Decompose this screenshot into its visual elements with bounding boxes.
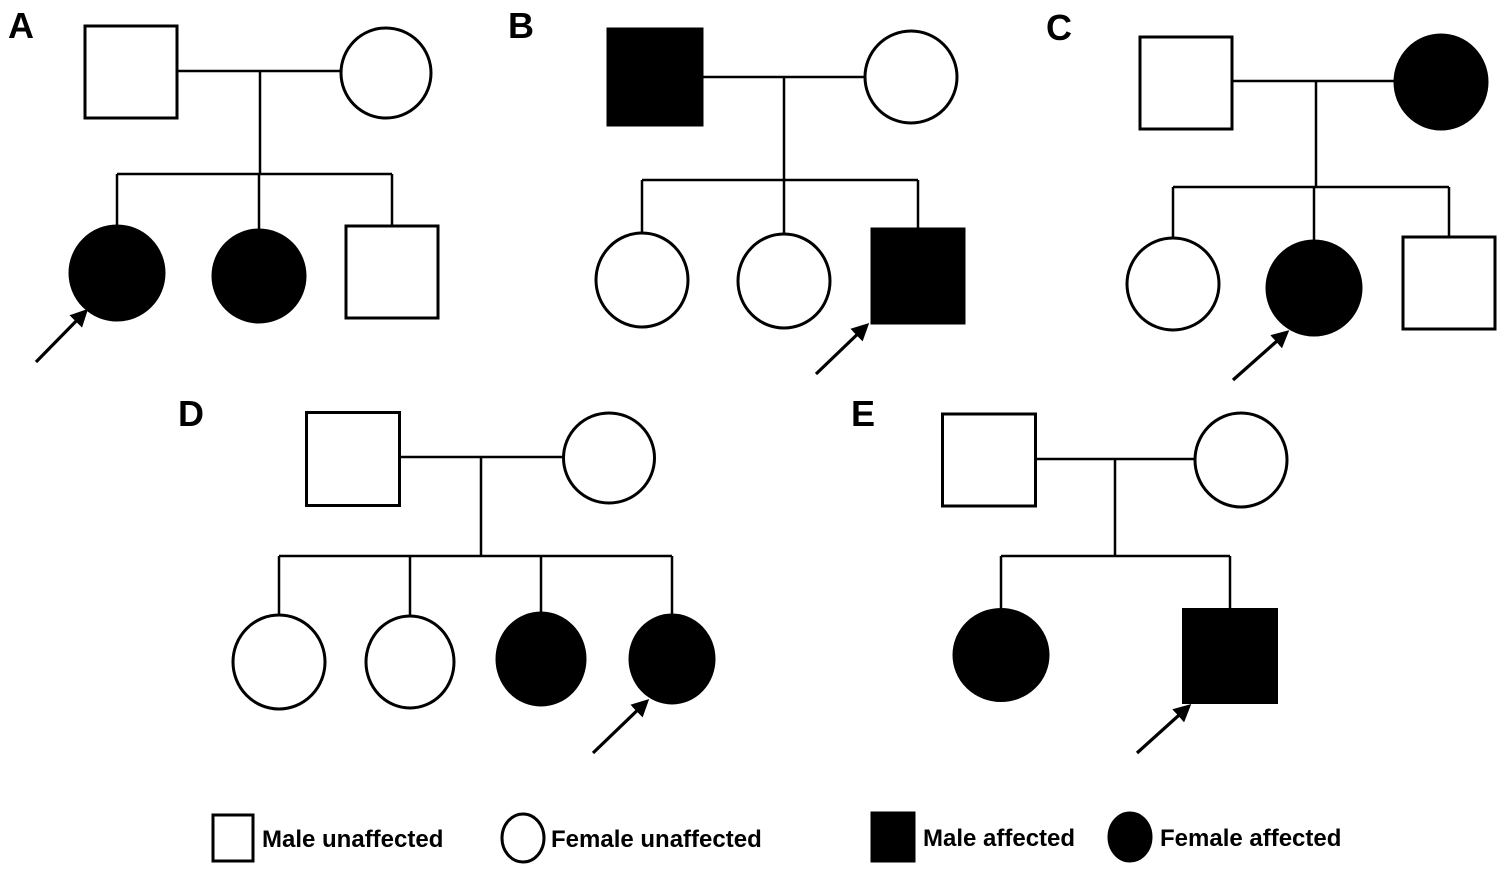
father-symbol: [83, 24, 179, 120]
proband-arrow: [814, 322, 870, 376]
mother-symbol: [863, 29, 959, 125]
child-2-female-affected-symbol: [211, 228, 307, 324]
father-symbol: [606, 27, 704, 127]
mother-symbol: [1393, 33, 1489, 131]
pedigree-d: D: [178, 393, 716, 755]
female-affected-symbol: [1107, 811, 1153, 863]
pedigrees-layer: A B C D E: [8, 5, 1497, 755]
father-symbol: [941, 412, 1037, 508]
child-3-male-unaffected-symbol: [344, 224, 440, 320]
proband-arrow: [34, 308, 89, 364]
mother-symbol: [1193, 411, 1289, 509]
father-symbol: [1138, 35, 1234, 131]
legend: Male unaffected Female unaffected Male aff…: [211, 811, 1341, 864]
legend-label-female-unaffected: Female unaffected: [551, 826, 762, 853]
proband-arrow: [1231, 330, 1290, 382]
pedigree-c: C: [1046, 7, 1497, 382]
child-2-female-unaffected-symbol: [736, 232, 832, 330]
pedigree-panel-label: E: [851, 393, 875, 434]
legend-item-female-unaffected: Female unaffected: [500, 812, 762, 864]
proband-arrow: [591, 698, 650, 755]
child-1-female-unaffected-symbol: [594, 231, 690, 329]
legend-label-male-unaffected: Male unaffected: [262, 826, 443, 853]
proband-arrow: [1135, 704, 1192, 755]
pedigree-b: B: [508, 5, 966, 376]
child-2-female-affected-symbol: [1265, 239, 1363, 337]
female-unaffected-symbol: [500, 812, 546, 864]
legend-label-male-affected: Male affected: [923, 825, 1075, 852]
legend-item-female-affected: Female affected: [1107, 811, 1341, 863]
mother-symbol: [339, 26, 433, 120]
father-symbol: [305, 411, 401, 507]
pedigree-e: E: [851, 393, 1289, 755]
child-4-female-affected-symbol: [628, 613, 716, 705]
male-affected-symbol: [870, 811, 916, 863]
male-unaffected-symbol: [211, 813, 255, 863]
child-1-female-unaffected-symbol: [1125, 236, 1221, 332]
pedigree-panel-label: B: [508, 5, 534, 46]
legend-item-male-affected: Male affected: [870, 811, 1075, 863]
pedigree-a: A: [8, 5, 440, 364]
legend-label-female-affected: Female affected: [1160, 825, 1341, 852]
pedigree-panel-label: A: [8, 5, 34, 46]
child-3-female-affected-symbol: [495, 611, 587, 707]
child-2-female-unaffected-symbol: [364, 614, 456, 710]
child-1-female-unaffected-symbol: [231, 613, 327, 711]
legend-item-male-unaffected: Male unaffected: [211, 813, 443, 863]
child-1-female-affected-symbol: [952, 608, 1050, 702]
pedigree-panel-label: D: [178, 393, 204, 434]
pedigree-panel-label: C: [1046, 7, 1072, 48]
child-3-male-affected-symbol: [870, 227, 966, 325]
mother-symbol: [562, 411, 656, 505]
child-3-male-unaffected-symbol: [1401, 235, 1497, 331]
child-1-female-affected-symbol: [68, 224, 166, 322]
child-2-male-affected-symbol: [1182, 608, 1278, 704]
